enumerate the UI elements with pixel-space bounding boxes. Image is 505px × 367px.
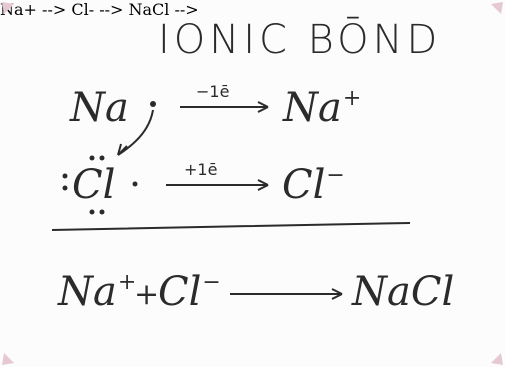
cl-ion-charge: − xyxy=(202,270,221,295)
cl-dot xyxy=(132,181,138,187)
cl-ion-symbol: Cl xyxy=(158,269,202,315)
cl-dot xyxy=(62,185,68,191)
cl-dot xyxy=(99,209,105,215)
cl-ion: Cl− xyxy=(158,269,221,315)
cl-dot xyxy=(62,173,68,179)
plus-sign: + xyxy=(134,277,160,312)
nacl-product: NaCl xyxy=(352,269,455,315)
cl-product: Cl− xyxy=(282,162,345,208)
corner-mark-top-right xyxy=(483,0,505,22)
line1-arrowhead xyxy=(257,101,269,113)
corner-mark-bottom-left xyxy=(0,345,22,367)
na-ion: Na+ xyxy=(58,269,137,315)
na-ion-symbol: Na xyxy=(58,269,117,315)
line1-over-arrow-label: −1ē xyxy=(196,82,230,101)
na-product-charge: + xyxy=(342,86,362,111)
page-title: IONIC BŌND xyxy=(158,17,442,63)
na-product: Na+ xyxy=(283,85,362,131)
corner-mark-bottom-right xyxy=(483,345,505,367)
corner-mark-top-left xyxy=(0,0,22,22)
line2-arrowhead xyxy=(257,179,269,191)
na-electron-dot xyxy=(150,101,156,107)
cl-product-symbol: Cl xyxy=(282,162,326,208)
electron-transfer-curve xyxy=(117,109,154,156)
cl-dot xyxy=(89,209,95,215)
line3-arrowhead xyxy=(331,288,343,300)
line2-over-arrow-label: +1ē xyxy=(184,160,218,179)
cl-dot xyxy=(99,155,105,161)
electron-transfer-arrowhead xyxy=(117,143,128,156)
na-ion-charge: + xyxy=(117,270,137,295)
na-product-symbol: Na xyxy=(283,85,342,131)
cl-dot xyxy=(89,155,95,161)
cl-reactant: Cl xyxy=(72,162,116,208)
na-reactant: Na xyxy=(70,85,129,131)
divider-line xyxy=(52,222,410,231)
cl-product-charge: − xyxy=(326,163,345,188)
